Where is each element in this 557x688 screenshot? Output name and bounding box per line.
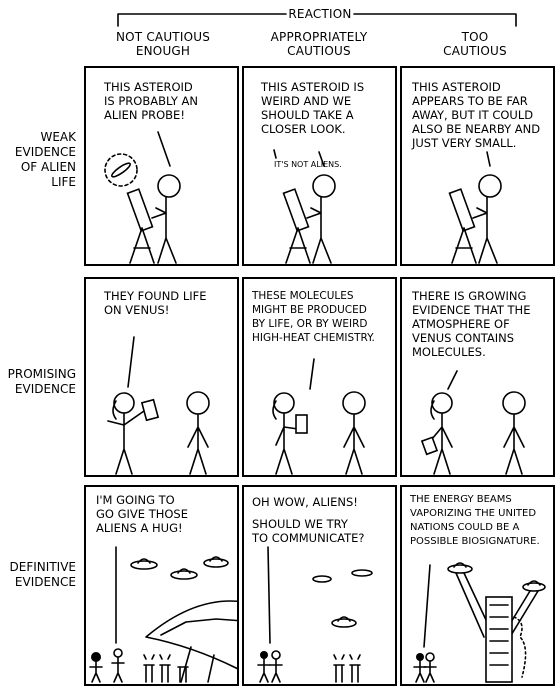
column-header-appropriately-cautious: APPROPRIATELY CAUTIOUS bbox=[270, 30, 368, 58]
row-label-promising: PROMISING EVIDENCE bbox=[7, 367, 76, 396]
ufo-icon bbox=[203, 558, 229, 568]
reaction-bracket bbox=[117, 13, 517, 27]
un-building-icon bbox=[485, 596, 513, 683]
column-header-too-cautious: TOO CAUTIOUS bbox=[443, 30, 507, 58]
row-label-definitive: DEFINITIVE EVIDENCE bbox=[9, 560, 76, 589]
row-label-weak: WEAK EVIDENCE OF ALIEN LIFE bbox=[14, 130, 76, 189]
stick-figure-with-telescope bbox=[273, 149, 336, 264]
alien-icon bbox=[177, 666, 189, 683]
alien-icon bbox=[333, 654, 345, 683]
two-stick-figures bbox=[420, 370, 526, 475]
alien-icon bbox=[143, 654, 155, 683]
panel-caption-a: OH WOW, ALIENS! bbox=[252, 495, 358, 509]
paper-icon bbox=[420, 436, 439, 456]
ufo-icon bbox=[312, 575, 332, 583]
two-stick-figures bbox=[107, 336, 210, 475]
stick-figure-with-telescope bbox=[448, 151, 502, 264]
ufo-icon bbox=[331, 618, 357, 628]
two-stick-figures bbox=[272, 358, 366, 475]
alien-icon bbox=[349, 654, 361, 683]
alien-icon bbox=[159, 654, 171, 683]
ufo-icon bbox=[447, 564, 473, 574]
column-header-not-cautious: NOT CAUTIOUS ENOUGH bbox=[115, 30, 211, 58]
alien-landing-scene bbox=[89, 546, 237, 683]
ufo-icon bbox=[522, 582, 546, 592]
paper-icon bbox=[295, 414, 308, 434]
ufo-icon bbox=[351, 569, 373, 577]
mothership-icon bbox=[145, 600, 237, 670]
paper-icon bbox=[140, 398, 160, 422]
energy-beam-scene bbox=[413, 562, 546, 683]
stick-figure-with-telescope bbox=[104, 131, 181, 264]
ufo-icon bbox=[170, 570, 198, 580]
alien-encounter-scene bbox=[257, 546, 373, 683]
reaction-label: REACTION bbox=[288, 7, 352, 21]
ufo-icon bbox=[130, 560, 158, 570]
panel-aside: IT'S NOT ALIENS. bbox=[274, 160, 342, 169]
asteroid-circle-icon bbox=[104, 153, 138, 187]
